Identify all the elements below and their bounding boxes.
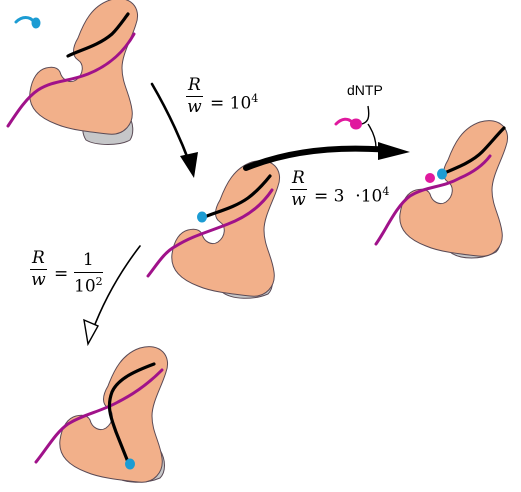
- ratio-numerator: R: [186, 75, 203, 97]
- dot: ·: [355, 186, 361, 207]
- template-strand: [6, 32, 136, 128]
- ratio-numerator: R: [290, 168, 307, 190]
- base: 10: [229, 93, 252, 114]
- exponent: 2: [95, 275, 103, 288]
- template-strand: [146, 188, 274, 278]
- template-strand: [34, 368, 164, 464]
- nucleotide-cyan-exo-site: [125, 458, 135, 470]
- complex-initial: [6, 0, 139, 145]
- exponent: 4: [382, 185, 390, 198]
- rate-label-forward: R w = 104: [186, 77, 286, 125]
- complex-with-dntp: [374, 120, 509, 259]
- arrow-bound-to-editing: [83, 245, 141, 347]
- ratio-numerator: R: [30, 248, 47, 270]
- free-dntp: [334, 105, 377, 149]
- free-nucleotide-cyan: [14, 16, 41, 29]
- ratio-value: = 104: [210, 92, 259, 114]
- complex-editing: [34, 346, 169, 483]
- ratio-value: = 3 ·104: [314, 185, 390, 207]
- rate-label-editing: R w = 1 102: [30, 250, 130, 300]
- ratio-denominator: w: [31, 270, 46, 290]
- arrow-bound-to-dntp-complex: [243, 142, 410, 171]
- value-numerator: 1: [74, 250, 103, 273]
- primer-strand: [200, 174, 272, 220]
- base: 10: [74, 276, 96, 297]
- value-denominator: 102: [74, 273, 103, 297]
- dntp-label: dNTP: [347, 82, 383, 98]
- primer-strand: [440, 126, 506, 176]
- template-strand: [374, 154, 492, 246]
- primer-strand: [66, 12, 130, 58]
- incoming-dntp-magenta: [425, 173, 435, 183]
- rate-label-incorporation: R w = 3 ·104: [290, 170, 410, 218]
- equals-sign: =: [54, 264, 69, 284]
- arrow-initial-to-bound: [150, 82, 198, 178]
- exponent: 4: [251, 92, 259, 105]
- bound-nucleotide-cyan: [197, 211, 207, 223]
- base: 10: [360, 186, 383, 207]
- ratio-denominator: w: [187, 97, 202, 117]
- complex-bound: [146, 160, 281, 299]
- ratio-denominator: w: [291, 190, 306, 210]
- primer-strand-to-exo-site: [107, 362, 156, 464]
- coefficient: 3: [333, 186, 345, 207]
- bound-nucleotide-cyan: [437, 168, 447, 180]
